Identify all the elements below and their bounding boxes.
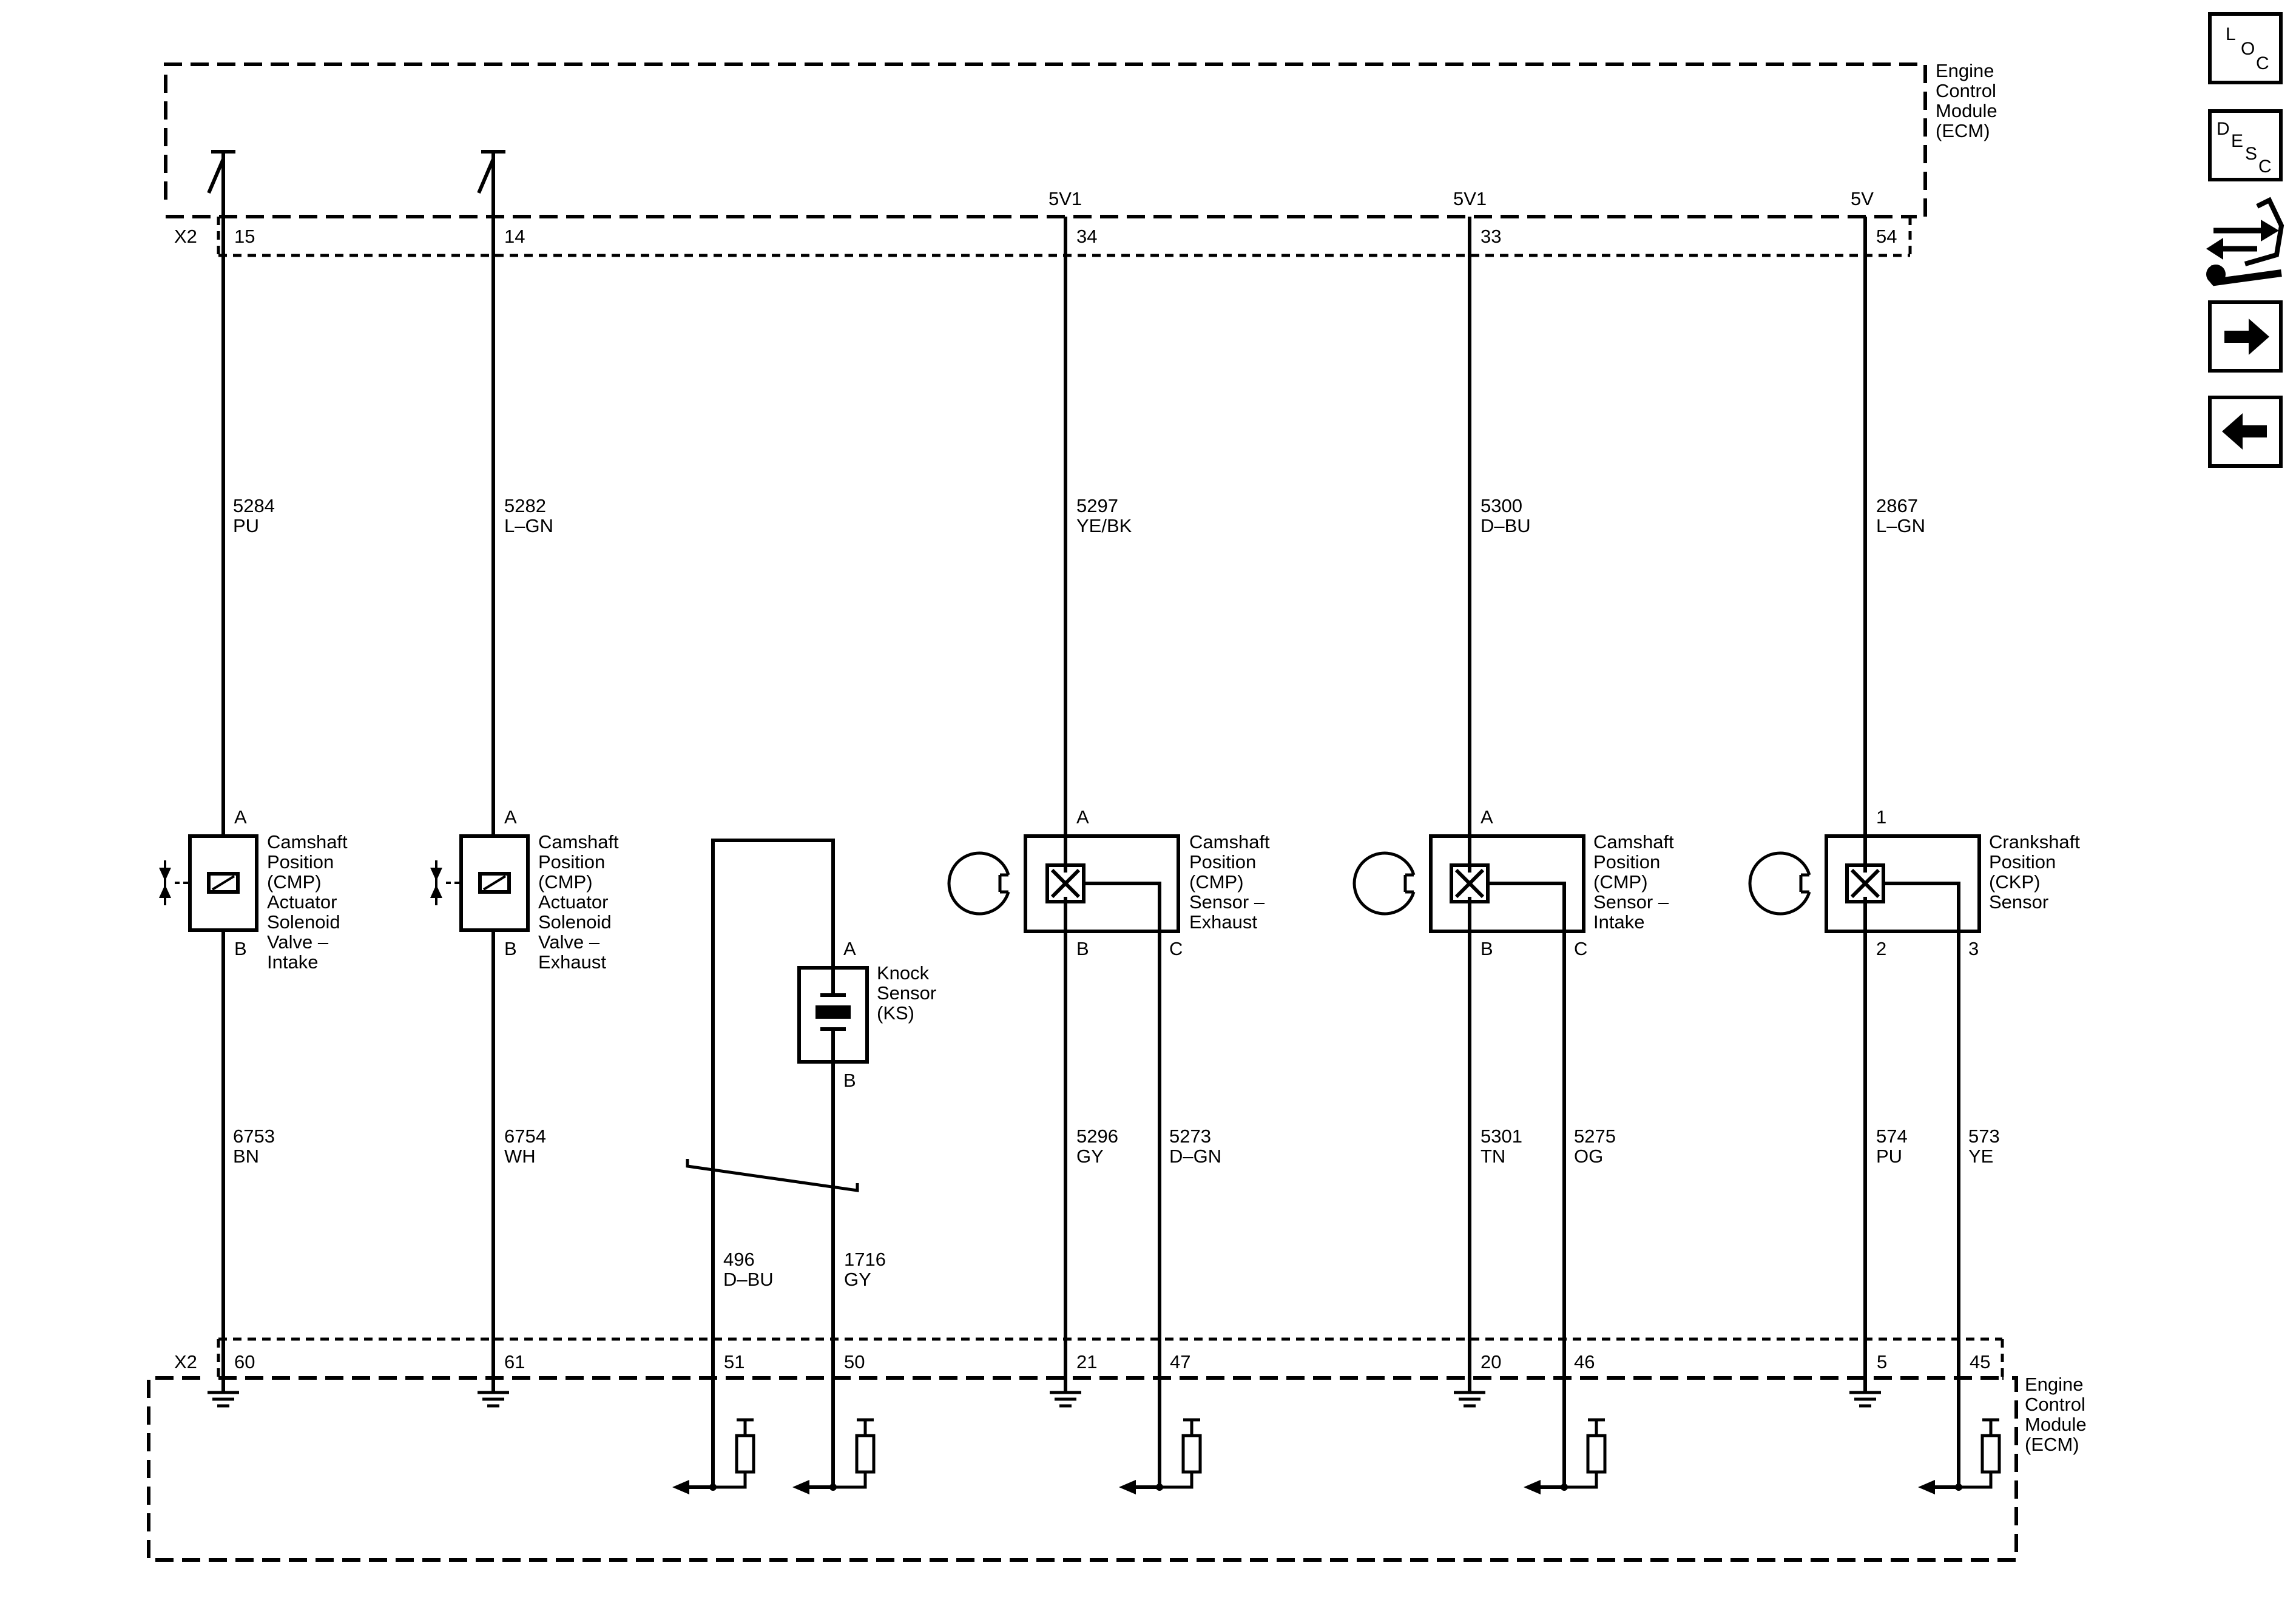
- pin-label: A: [843, 938, 856, 959]
- bottom-pin-label: 60: [234, 1351, 255, 1372]
- svg-text:O: O: [2241, 39, 2255, 59]
- supply-label: 5V1: [1048, 188, 1082, 209]
- bottom-pin-label: 51: [724, 1351, 745, 1372]
- component-label: Crankshaft Position (CKP) Sensor: [1989, 831, 2085, 913]
- component-label: Knock Sensor (KS): [877, 962, 942, 1024]
- svg-text:C: C: [2256, 53, 2269, 73]
- top-pin-label: 14: [504, 226, 525, 247]
- pin-label: B: [504, 938, 517, 959]
- top-pin-label: 34: [1076, 226, 1097, 247]
- svg-text:S: S: [2245, 144, 2257, 164]
- pin-label: B: [1481, 938, 1493, 959]
- bottom-pin-label: 21: [1076, 1351, 1097, 1372]
- pin-label: B: [843, 1070, 856, 1091]
- solenoid-exhaust-circuit: [430, 150, 530, 1408]
- svg-text:E: E: [2231, 131, 2243, 151]
- component-label: Camshaft Position (CMP) Actuator Solenoi…: [267, 831, 353, 973]
- connector-wrench-icon[interactable]: [2206, 197, 2284, 286]
- bottom-pin-label: 46: [1574, 1351, 1595, 1372]
- pin-label: B: [1076, 938, 1089, 959]
- bottom-pin-label: 45: [1970, 1351, 1990, 1372]
- pin-label: A: [1076, 806, 1089, 828]
- pin-label: C: [1574, 938, 1587, 959]
- pin-label: 3: [1968, 938, 1979, 959]
- bottom-pin-label: 5: [1877, 1351, 1887, 1372]
- toolbar: L O C D E S C: [2206, 12, 2284, 468]
- arrow-right-icon[interactable]: [2208, 300, 2283, 373]
- cmp-sensor-exhaust-circuit: [947, 217, 1202, 1494]
- pin-label: A: [1481, 806, 1493, 828]
- pin-label: A: [234, 806, 247, 828]
- svg-text:L: L: [2226, 24, 2236, 44]
- pin-label: A: [504, 806, 517, 828]
- bottom-pin-label: 61: [504, 1351, 525, 1372]
- ecm-bottom-box: [147, 1337, 2018, 1562]
- bottom-pin-label: 20: [1481, 1351, 1501, 1372]
- cmp-sensor-intake-circuit: [1352, 217, 1607, 1494]
- supply-label: 5V1: [1453, 188, 1487, 209]
- ecm-label-top: Engine Control Module (ECM): [1936, 60, 2002, 141]
- top-pin-label: 15: [234, 226, 255, 247]
- component-label: Camshaft Position (CMP) Sensor – Intake: [1593, 831, 1679, 933]
- pin-label: 2: [1876, 938, 1886, 959]
- ckp-sensor-circuit: [1748, 217, 2001, 1494]
- top-pin-label: 54: [1876, 226, 1897, 247]
- svg-text:D: D: [2217, 119, 2230, 139]
- arrow-left-icon[interactable]: [2208, 396, 2283, 468]
- pin-label: B: [234, 938, 247, 959]
- ecm-label-bottom: Engine Control Module (ECM): [2025, 1374, 2092, 1455]
- connector-bottom-label: X2: [174, 1351, 197, 1372]
- description-button[interactable]: D E S C: [2208, 109, 2283, 181]
- solenoid-intake-circuit: [159, 150, 258, 1408]
- knock-sensor-circuit: [672, 839, 876, 1494]
- supply-label: 5V: [1851, 188, 1874, 209]
- pin-label: 1: [1876, 806, 1886, 828]
- location-button[interactable]: L O C: [2208, 12, 2283, 84]
- bottom-pin-label: 50: [844, 1351, 865, 1372]
- component-label: Camshaft Position (CMP) Actuator Solenoi…: [538, 831, 624, 973]
- pin-label: C: [1169, 938, 1183, 959]
- component-label: Camshaft Position (CMP) Sensor – Exhaust: [1189, 831, 1275, 933]
- bottom-pin-label: 47: [1170, 1351, 1190, 1372]
- ecm-top-box: [164, 62, 1927, 257]
- top-pin-label: 33: [1481, 226, 1501, 247]
- connector-top-label: X2: [174, 226, 197, 247]
- svg-text:C: C: [2258, 157, 2272, 177]
